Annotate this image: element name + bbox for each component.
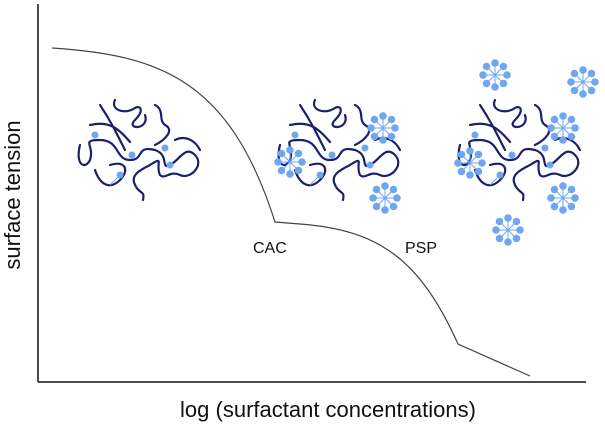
micelle: [547, 112, 579, 144]
micelle: [369, 182, 401, 214]
micelle: [547, 182, 579, 214]
micelle: [567, 66, 599, 98]
micelle: [274, 146, 306, 178]
cac-label: CAC: [253, 240, 287, 257]
micelle: [454, 147, 486, 179]
psp-label: PSP: [405, 240, 437, 257]
surface-tension-curve: [51, 47, 531, 377]
micelles: [274, 59, 599, 246]
micelle: [492, 214, 524, 246]
y-axis-label: surface tension: [0, 120, 25, 269]
micelle: [479, 59, 511, 91]
x-axis-label: log (surfactant concentrations): [180, 397, 476, 422]
micelle: [367, 112, 399, 144]
polymer-coil-1: [77, 98, 202, 202]
